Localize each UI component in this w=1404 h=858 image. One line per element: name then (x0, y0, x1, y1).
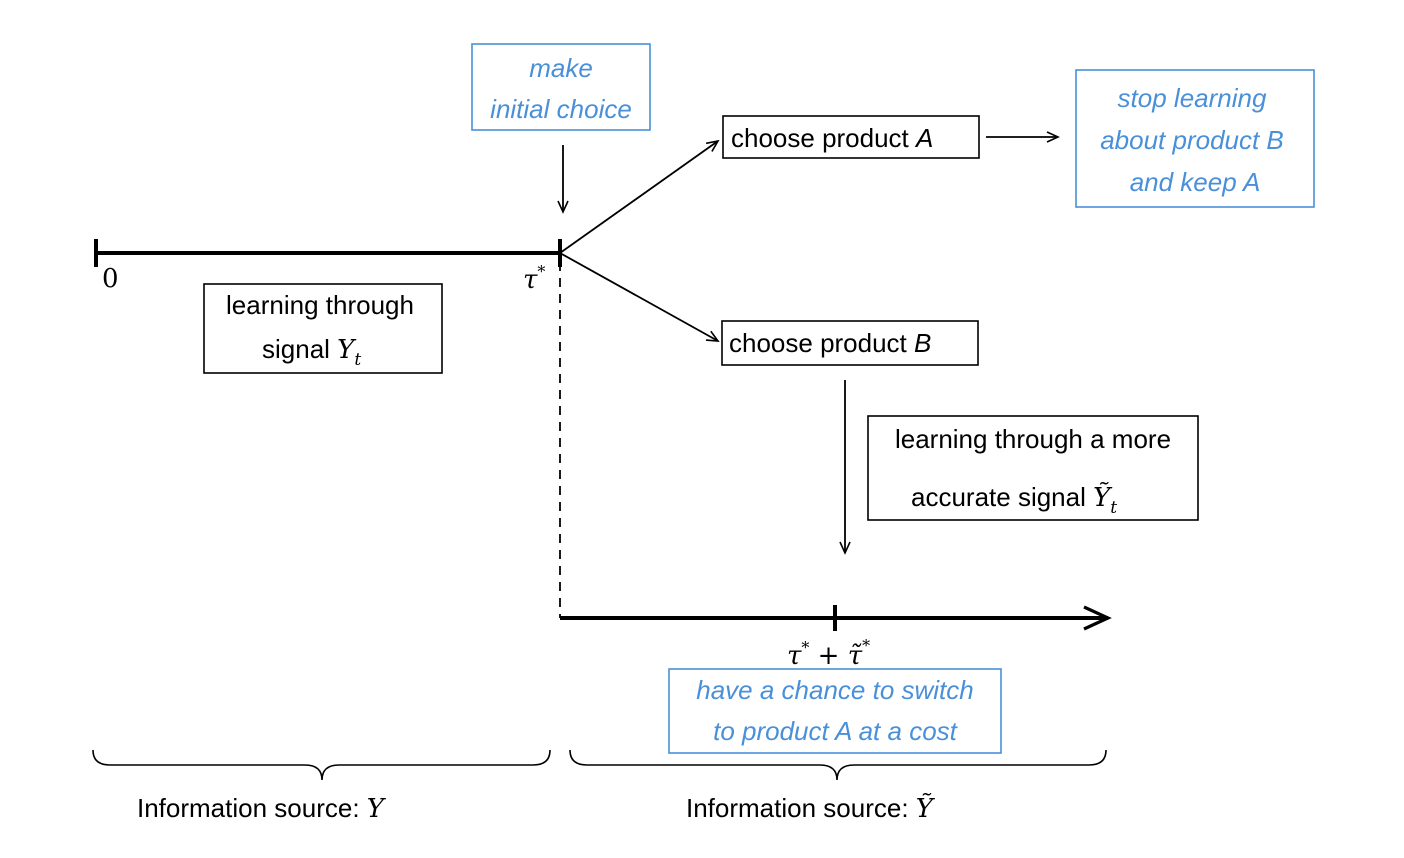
choose-b-box (721, 320, 979, 366)
right-brace (569, 749, 1107, 781)
branch-arrow-a (559, 139, 720, 254)
initial-choice-line-2: initial choice (490, 94, 632, 124)
accurate-signal-box (867, 415, 1199, 521)
switch-line-1: have a chance to switch (696, 675, 974, 705)
learning-signal-line-1: learning through (226, 290, 414, 320)
switch-time-label: τ* + τ̃* (787, 636, 870, 671)
accurate-signal-line-2: accurate signal Ỹt (911, 481, 1117, 518)
left-brace (92, 749, 551, 781)
stop-learning-line-1: stop learning (1118, 83, 1267, 113)
stop-learning-line-3: and keep A (1130, 167, 1261, 197)
switch-line-2: to product A at a cost (713, 716, 959, 746)
initial-choice-box (471, 43, 651, 131)
right-info-source: Information source: Ỹ (686, 792, 936, 824)
origin-label: 0 (102, 264, 119, 294)
choose-a-box (722, 115, 980, 159)
branch-arrow-b (559, 252, 720, 342)
learning-signal-line-2: signal Yt (262, 334, 361, 370)
accurate-signal-line-1: learning through a more (895, 424, 1171, 454)
choose-b-text: choose product B (729, 328, 931, 358)
initial-choice-line-1: make (529, 53, 593, 83)
stop-learning-line-2: about product B (1100, 125, 1284, 155)
tau-star-label: τ* (523, 262, 545, 295)
left-info-source: Information source: Y (137, 793, 387, 824)
stop-learning-box (1075, 69, 1315, 208)
switch-box (668, 668, 1002, 754)
learning-signal-box (203, 283, 443, 374)
choose-a-text: choose product A (731, 123, 933, 153)
